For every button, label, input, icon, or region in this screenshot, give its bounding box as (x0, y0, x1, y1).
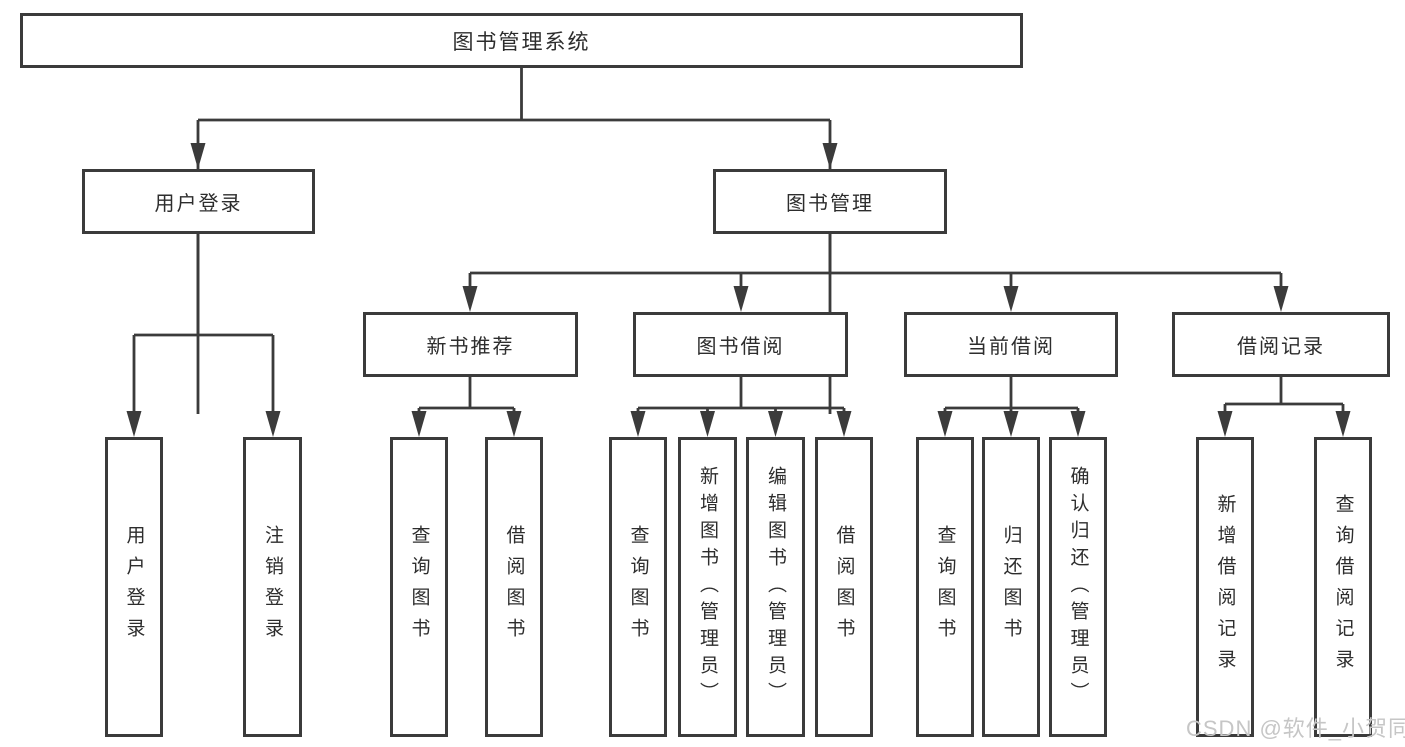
leaf-logout: 注销登录 (243, 437, 302, 737)
connector-book-borrow-to-leaves (630, 377, 852, 437)
leaf-query-book-1: 查询图书 (390, 437, 448, 737)
connector-new-book-to-leaves (411, 377, 522, 437)
leaf-query-book-3: 查询图书 (916, 437, 974, 737)
arrowhead-down-icon (1335, 411, 1351, 437)
arrowhead-down-icon (1217, 411, 1233, 437)
node-book-borrow: 图书借阅 (633, 312, 848, 377)
leaf-borrow-book-1-label: 借阅图书 (503, 525, 525, 649)
arrowhead-down-icon (836, 411, 852, 437)
connector-line (417, 377, 516, 414)
leaf-add-book-admin: 新增图书（管理员） (678, 437, 737, 737)
connector-line (1223, 377, 1345, 414)
arrowhead-down-icon (1003, 411, 1019, 437)
arrowhead-down-icon (768, 411, 783, 437)
arrowhead-down-icon (462, 286, 478, 312)
node-user-login: 用户登录 (82, 169, 315, 234)
leaf-query-book-3-label: 查询图书 (934, 525, 956, 649)
node-root-label: 图书管理系统 (452, 30, 591, 54)
connector-root-arrows (190, 143, 838, 169)
arrowhead-down-icon (411, 411, 427, 437)
arrowhead-down-icon (822, 143, 838, 169)
node-book-management-label: 图书管理 (786, 193, 874, 215)
leaf-borrow-book-1: 借阅图书 (485, 437, 543, 737)
connector-book-mgmt-to-level3 (462, 234, 1289, 312)
leaf-edit-book-admin-label: 编辑图书（管理员） (765, 465, 786, 709)
connector-line (468, 234, 1283, 288)
connector-line (943, 377, 1080, 414)
leaf-return-book: 归还图书 (982, 437, 1040, 737)
node-current-borrow-label: 当前借阅 (967, 336, 1055, 358)
leaf-user-login-label: 用户登录 (123, 525, 145, 649)
node-borrow-records-label: 借阅记录 (1237, 336, 1325, 358)
leaf-query-book-2-label: 查询图书 (627, 525, 649, 649)
node-book-management: 图书管理 (713, 169, 947, 234)
arrowhead-down-icon (1070, 411, 1086, 437)
connector-user-login-to-leaves (126, 234, 281, 437)
leaf-user-login: 用户登录 (105, 437, 163, 737)
leaf-query-book-1-label: 查询图书 (408, 525, 430, 649)
leaf-borrow-book-2-label: 借阅图书 (833, 525, 855, 649)
leaf-query-book-2: 查询图书 (609, 437, 667, 737)
leaf-add-book-admin-label: 新增图书（管理员） (697, 465, 718, 709)
arrowhead-down-icon (265, 411, 281, 437)
connector-line (636, 377, 846, 414)
node-new-book-recommend-label: 新书推荐 (426, 336, 515, 358)
node-current-borrow: 当前借阅 (904, 312, 1118, 377)
leaf-logout-label: 注销登录 (262, 525, 283, 649)
connector-line (132, 234, 275, 412)
csdn-watermark: CSDN @软件_小贺同学 (1186, 716, 1405, 741)
leaf-return-book-label: 归还图书 (1000, 525, 1022, 649)
connector-root-to-level2 (196, 68, 832, 414)
arrowhead-down-icon (506, 411, 522, 437)
arrowhead-down-icon (1273, 286, 1289, 312)
arrowhead-down-icon (1003, 286, 1019, 312)
arrowhead-down-icon (190, 143, 206, 169)
node-book-borrow-label: 图书借阅 (696, 336, 785, 358)
connector-line (196, 68, 832, 414)
arrowhead-down-icon (700, 411, 715, 437)
arrowhead-down-icon (126, 411, 142, 437)
arrowhead-down-icon (733, 286, 749, 312)
node-user-login-label: 用户登录 (154, 193, 243, 215)
leaf-confirm-return-admin-label: 确认归还（管理员） (1067, 465, 1089, 709)
node-borrow-records: 借阅记录 (1172, 312, 1390, 377)
leaf-query-borrow-record: 查询借阅记录 (1314, 437, 1372, 737)
node-new-book-recommend: 新书推荐 (363, 312, 578, 377)
arrowhead-down-icon (937, 411, 953, 437)
leaf-query-borrow-record-label: 查询借阅记录 (1332, 494, 1354, 680)
node-root: 图书管理系统 (20, 13, 1023, 68)
leaf-edit-book-admin: 编辑图书（管理员） (746, 437, 805, 737)
leaf-confirm-return-admin: 确认归还（管理员） (1049, 437, 1107, 737)
connector-current-borrow-to-leaves (937, 377, 1086, 437)
leaf-add-borrow-record-label: 新增借阅记录 (1214, 494, 1236, 680)
leaf-add-borrow-record: 新增借阅记录 (1196, 437, 1254, 737)
leaf-borrow-book-2: 借阅图书 (815, 437, 873, 737)
arrowhead-down-icon (630, 411, 646, 437)
connector-borrow-records-to-leaves (1217, 377, 1351, 437)
